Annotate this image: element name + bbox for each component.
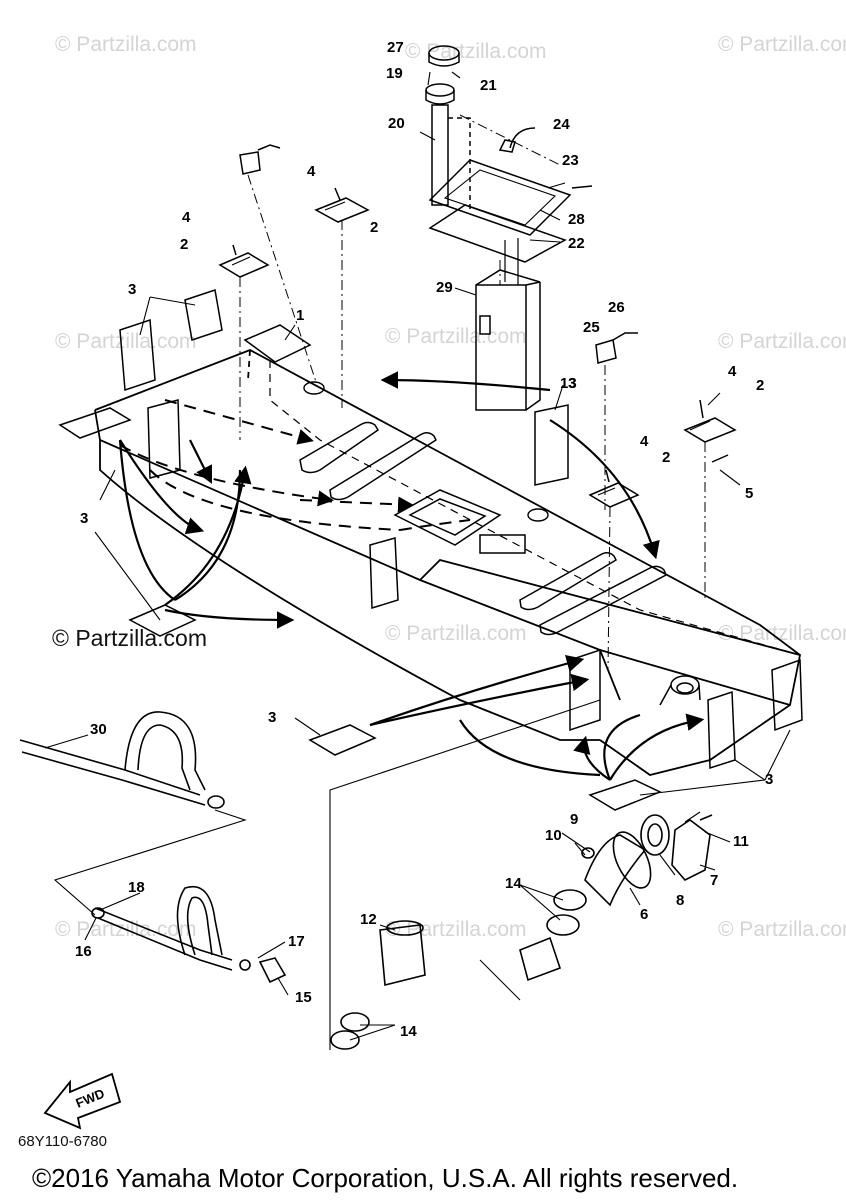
callout-17: 17 — [288, 933, 305, 950]
watermark: © Partzilla.com — [55, 33, 197, 56]
callout-2: 2 — [662, 449, 671, 466]
leader-line — [479, 959, 521, 1001]
callout-8: 8 — [676, 892, 685, 909]
callout-2: 2 — [180, 236, 189, 253]
callout-5: 5 — [745, 485, 754, 502]
callout-9: 9 — [570, 811, 579, 828]
hull-body — [94, 349, 801, 776]
sender-elbow — [509, 127, 536, 149]
callout-29: 29 — [436, 279, 453, 296]
flow-arrows — [118, 371, 705, 781]
callout-14: 14 — [505, 875, 522, 892]
callout-10: 10 — [545, 827, 562, 844]
fwd-arrow — [43, 1072, 122, 1130]
watermark: © Partzilla.com — [718, 918, 846, 941]
callout-23: 23 — [562, 152, 579, 169]
watermark: © Partzilla.com — [385, 325, 527, 348]
fittings — [232, 144, 729, 483]
callout-27: 27 — [387, 39, 404, 56]
rubber-pads — [58, 289, 803, 811]
vent-hose-16 — [91, 885, 287, 984]
callout-6: 6 — [640, 906, 649, 923]
callout-3: 3 — [128, 281, 137, 298]
watermark: © Partzilla.com — [385, 622, 527, 645]
deck-plate — [393, 489, 526, 554]
callout-15: 15 — [295, 989, 312, 1006]
grommet — [527, 508, 549, 522]
callout-3: 3 — [568, 375, 577, 392]
callout-2: 2 — [756, 377, 765, 394]
partzilla-credit: © Partzilla.com — [52, 625, 207, 651]
callout-leaders — [44, 71, 791, 1041]
copyright-notice: ©2016 Yamaha Motor Corporation, U.S.A. A… — [32, 1163, 739, 1193]
callout-11: 11 — [733, 833, 749, 850]
diagram-code: 68Y110-6780 — [18, 1133, 107, 1150]
watermark: © Partzilla.com — [718, 330, 846, 353]
brackets — [218, 197, 737, 508]
watermark: © Partzilla.com — [55, 330, 197, 353]
fuel-sender — [425, 45, 593, 411]
callout-18: 18 — [128, 879, 145, 896]
callout-28: 28 — [568, 211, 585, 228]
filler-neck — [659, 675, 701, 706]
callout-3: 3 — [80, 510, 89, 527]
callout-25: 25 — [583, 319, 600, 336]
leader-line — [329, 699, 601, 1050]
fwd-label: FWD — [74, 1086, 107, 1111]
callout-4: 4 — [307, 163, 316, 180]
callout-12: 12 — [360, 911, 377, 928]
callout-24: 24 — [553, 116, 570, 133]
filler-assembly — [330, 811, 713, 1050]
callout-16: 16 — [75, 943, 92, 960]
callout-13: 13 — [560, 375, 577, 392]
callout-3: 3 — [765, 771, 774, 788]
grommet — [303, 381, 325, 395]
callout-20: 20 — [388, 115, 405, 132]
callout-30: 30 — [90, 721, 107, 738]
callout-7: 7 — [710, 872, 719, 889]
leader-line — [53, 809, 247, 916]
callout-1: 1 — [296, 307, 305, 324]
dashed-flow-arrows — [119, 399, 471, 531]
callout-14: 14 — [400, 1023, 417, 1040]
callout-19: 19 — [386, 65, 403, 82]
deck-strips — [299, 421, 667, 636]
locator-lines — [239, 114, 706, 671]
callout-22: 22 — [568, 235, 585, 252]
watermark: © Partzilla.com — [718, 622, 846, 645]
vent-hose-30 — [19, 711, 225, 809]
watermark: © Partzilla.com — [718, 33, 846, 56]
callout-4: 4 — [728, 363, 737, 380]
callout-4: 4 — [182, 209, 191, 226]
callout-2: 2 — [370, 219, 379, 236]
callout-3: 3 — [268, 709, 277, 726]
callout-21: 21 — [480, 77, 497, 94]
callout-4: 4 — [640, 433, 649, 450]
callout-26: 26 — [608, 299, 625, 316]
